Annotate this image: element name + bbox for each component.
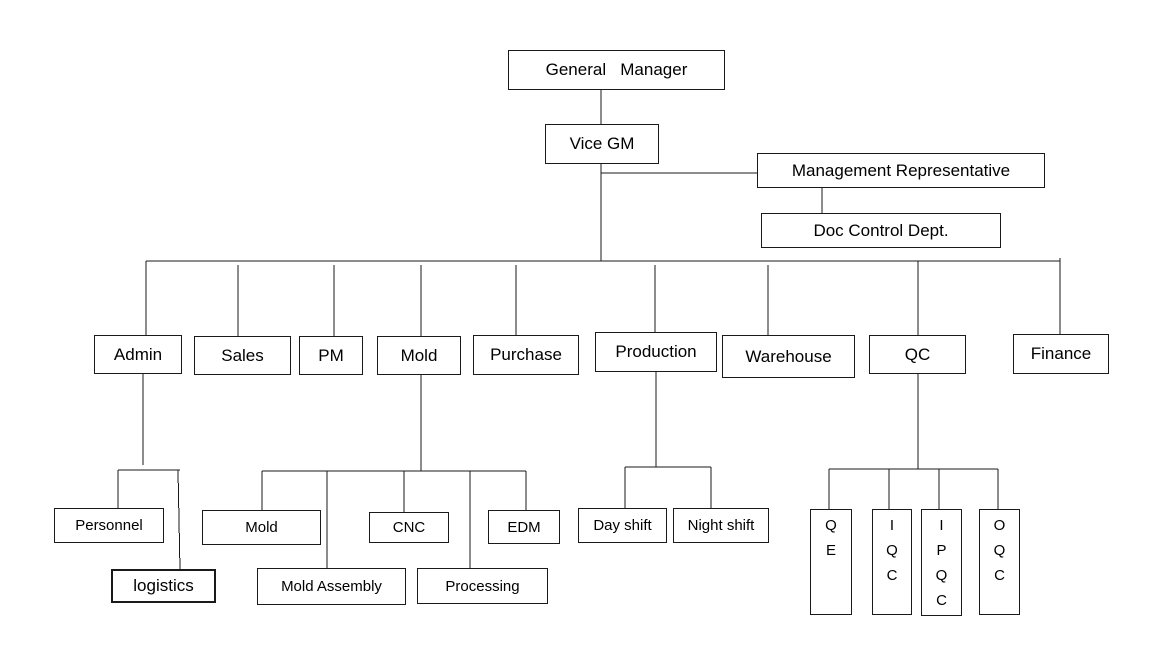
qe-letter: Q	[825, 517, 837, 534]
qe-label: Q E	[825, 513, 837, 563]
day-shift-label: Day shift	[593, 517, 652, 534]
day-shift-box: Day shift	[578, 508, 667, 543]
iqc-letter: C	[886, 567, 898, 584]
admin-box: Admin	[94, 335, 182, 374]
edm-box: EDM	[488, 510, 560, 544]
logistics-box: logistics	[111, 569, 216, 603]
qc-box: QC	[869, 335, 966, 374]
management-representative-label: Management Representative	[791, 160, 1011, 180]
logistics-label: logistics	[133, 576, 194, 595]
oqc-box: O Q C	[979, 509, 1020, 615]
qc-label: QC	[904, 344, 931, 364]
ipqc-box: I P Q C	[921, 509, 962, 616]
warehouse-label: Warehouse	[745, 346, 832, 366]
oqc-letter: Q	[993, 542, 1006, 559]
management-representative-box: Management Representative	[757, 153, 1045, 188]
qe-letter: E	[825, 542, 836, 559]
personnel-label: Personnel	[75, 517, 143, 534]
edm-label: EDM	[507, 518, 541, 536]
night-shift-box: Night shift	[673, 508, 769, 543]
warehouse-box: Warehouse	[722, 335, 855, 378]
ipqc-label: I P Q C	[936, 513, 948, 613]
pm-label: PM	[318, 345, 344, 365]
finance-box: Finance	[1013, 334, 1109, 374]
vice-gm-box: Vice GM	[545, 124, 659, 164]
iqc-label: I Q C	[886, 513, 898, 588]
oqc-letter: O	[993, 517, 1006, 534]
iqc-box: I Q C	[872, 509, 912, 615]
personnel-box: Personnel	[54, 508, 164, 543]
mold-box: Mold	[377, 336, 461, 375]
oqc-label: O Q C	[994, 513, 1006, 588]
vice-gm-label: Vice GM	[569, 134, 635, 153]
purchase-box: Purchase	[473, 335, 579, 375]
processing-box: Processing	[417, 568, 548, 604]
ipqc-letter: C	[936, 592, 947, 609]
sales-label: Sales	[221, 345, 264, 365]
general-manager-label: General Manager	[545, 60, 688, 79]
mold-assembly-label: Mold Assembly	[281, 578, 382, 595]
iqc-letter: Q	[886, 542, 898, 559]
sales-box: Sales	[194, 336, 291, 375]
general-manager-box: General Manager	[508, 50, 725, 90]
mold-sub-label: Mold	[245, 519, 278, 536]
night-shift-label: Night shift	[687, 517, 755, 534]
connector	[177, 469, 181, 571]
finance-label: Finance	[1030, 344, 1092, 363]
mold-sub-box: Mold	[202, 510, 321, 545]
qe-box: Q E	[810, 509, 852, 615]
ipqc-letter: I	[939, 517, 944, 534]
iqc-letter: I	[889, 517, 895, 534]
doc-control-label: Doc Control Dept.	[813, 220, 949, 240]
oqc-letter: C	[994, 567, 1005, 584]
production-label: Production	[615, 342, 697, 361]
purchase-label: Purchase	[490, 345, 562, 364]
mold-assembly-box: Mold Assembly	[257, 568, 406, 605]
mold-label: Mold	[400, 345, 438, 365]
cnc-label: CNC	[392, 519, 426, 536]
pm-box: PM	[299, 336, 363, 375]
production-box: Production	[595, 332, 717, 372]
admin-label: Admin	[113, 344, 163, 364]
cnc-box: CNC	[369, 512, 449, 543]
processing-label: Processing	[445, 577, 520, 595]
ipqc-letter: P	[936, 542, 947, 559]
doc-control-box: Doc Control Dept.	[761, 213, 1001, 248]
ipqc-letter: Q	[935, 567, 948, 584]
